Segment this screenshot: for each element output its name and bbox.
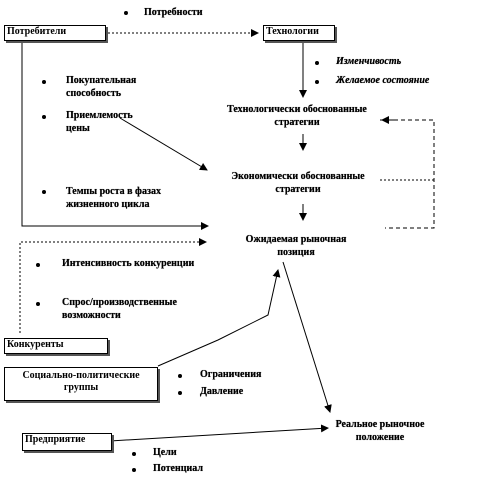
arrow-price-econstrategies [119,117,208,171]
expected-market-position: Ожидаемая рыночная позиция [245,234,347,258]
consumers-factor-2: Темпы роста в фазах жизненного цикла [66,186,161,210]
bullet [42,115,46,119]
arrow-consumers-expected [21,43,209,230]
bullet [36,302,40,306]
bullet [178,374,182,378]
sociopolitical-box: Социально-политические группы [4,367,158,401]
competitors-label: Конкуренты [7,339,64,350]
bullet [315,61,319,65]
bullet [178,391,182,395]
technology-label: Технологии [266,26,319,37]
sociopolitical-factor-1: Давление [200,386,244,397]
bullet [36,263,40,267]
bullet [42,80,46,84]
bullet [315,80,319,84]
consumers-box: Потребители [4,25,106,41]
technology-factor-1: Желаемое состояние [336,75,430,86]
bullet [42,190,46,194]
arrow-sociopolitical-expected [157,269,281,367]
bullet [132,468,136,472]
enterprise-factor-1: Потенциал [153,463,203,474]
competitors-box: Конкуренты [4,338,108,354]
technology-factor-0: Изменчивость [336,56,402,67]
consumers-needs: Потребности [144,7,203,18]
competitors-factor-0: Интенсивность конкуренции [62,258,195,269]
sociopolitical-label: Социально-политические группы [22,370,140,393]
sociopolitical-factor-0: Ограничения [200,369,262,380]
enterprise-box: Предприятие [22,433,112,451]
bullet [124,11,128,15]
arrow-expected-real [282,261,332,413]
consumers-factor-1: Приемлемость цены [66,110,133,134]
feedback-loop [380,119,435,229]
competitors-factor-1: Спрос/производственные возможности [62,297,177,321]
bullet [132,452,136,456]
technological-strategies: Технологически обоснованные стратегии [227,104,367,128]
economic-strategies: Экономически обоснованные стратегии [231,171,365,195]
consumers-factor-0: Покупательная способность [66,75,137,99]
real-market-position: Реальное рыночное положение [335,419,425,443]
enterprise-factor-0: Цели [153,447,177,458]
consumers-label: Потребители [7,26,67,37]
technology-box: Технологии [263,25,335,41]
enterprise-label: Предприятие [25,434,86,445]
arrow-enterprise-real [109,424,329,442]
